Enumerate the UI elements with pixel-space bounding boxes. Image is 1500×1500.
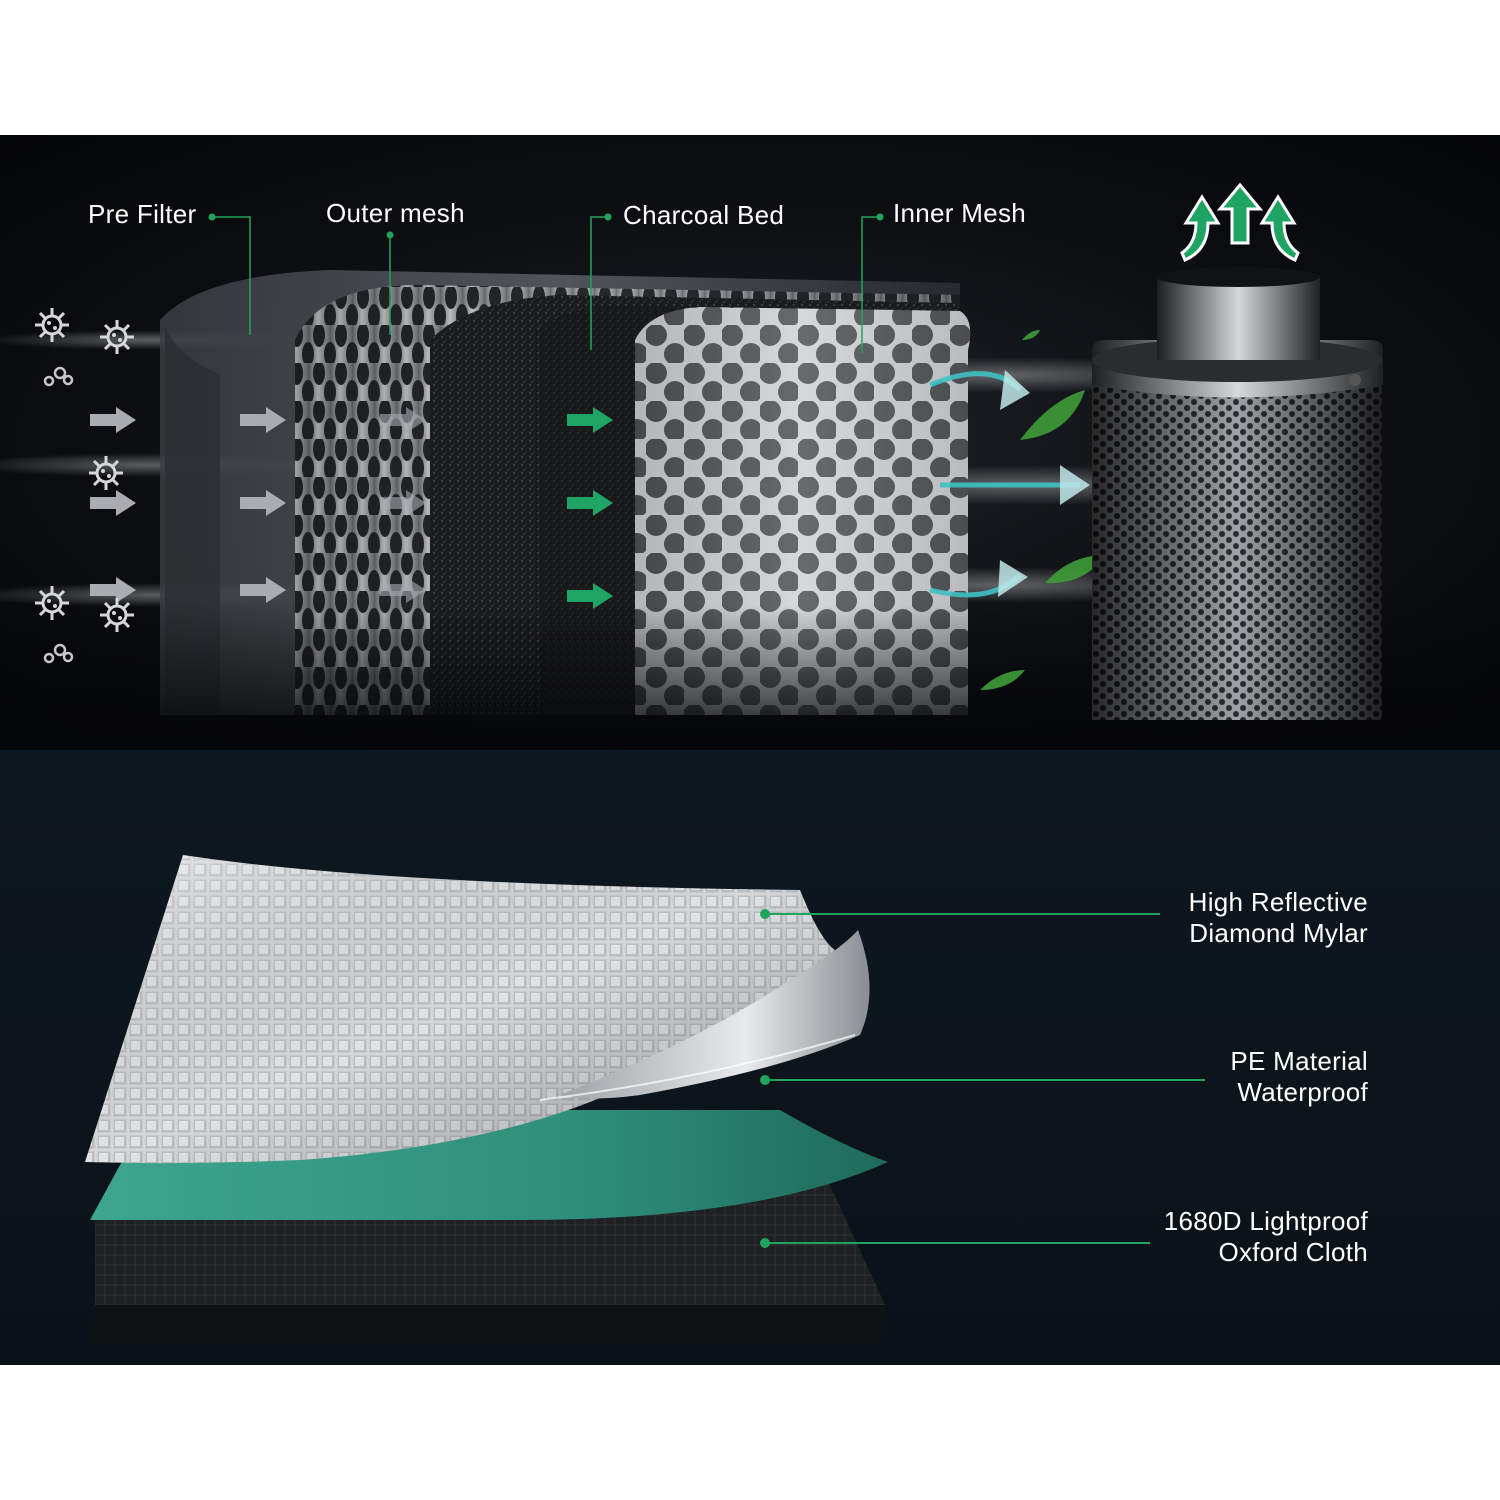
virus-icon (33, 306, 71, 344)
label-oxford-line1: 1680D Lightproof (1163, 1206, 1368, 1236)
label-pre-filter: Pre Filter (88, 199, 197, 229)
label-mylar-line2: Diamond Mylar (1189, 918, 1368, 948)
label-pe-line1: PE Material (1230, 1046, 1368, 1076)
exhaust-up-arrows (1180, 183, 1300, 262)
fabric-layers-panel: High Reflective Diamond Mylar PE Materia… (0, 750, 1500, 1365)
leaf-icon (980, 670, 1025, 690)
fabric-layers-illustration (85, 855, 1205, 1345)
label-mylar-line1: High Reflective (1188, 887, 1368, 917)
arrow-up-icon (1218, 183, 1262, 245)
label-oxford-line2: Oxford Cloth (1218, 1237, 1368, 1267)
filter-layers-illustration (0, 183, 1500, 750)
arrow-right-icon (90, 490, 136, 516)
label-leader-lines (212, 216, 880, 353)
leaf-icon (1045, 555, 1105, 584)
label-mylar: High Reflective Diamond Mylar (1189, 887, 1368, 949)
leaf-icon (1020, 390, 1085, 440)
leaf-icon (1022, 330, 1040, 340)
label-outer-mesh: Outer mesh (326, 198, 465, 228)
spore-icon (43, 366, 74, 664)
arrow-up-icon (1259, 194, 1300, 262)
filter-layers-panel: Pre Filter Outer mesh Charcoal Bed Inner… (0, 135, 1500, 750)
carbon-filter-product (1092, 267, 1383, 720)
arrow-right-icon (90, 407, 136, 433)
label-pe-line2: Waterproof (1237, 1077, 1368, 1107)
label-charcoal-bed: Charcoal Bed (623, 200, 785, 230)
arrow-up-icon (1180, 194, 1221, 262)
label-oxford: 1680D Lightproof Oxford Cloth (1164, 1206, 1368, 1268)
fabric-leader-lines (765, 913, 1205, 1244)
contaminant-particles (33, 306, 136, 664)
label-pe: PE Material Waterproof (1230, 1046, 1368, 1108)
label-inner-mesh: Inner Mesh (893, 198, 1027, 228)
mylar-curl (560, 930, 870, 1099)
